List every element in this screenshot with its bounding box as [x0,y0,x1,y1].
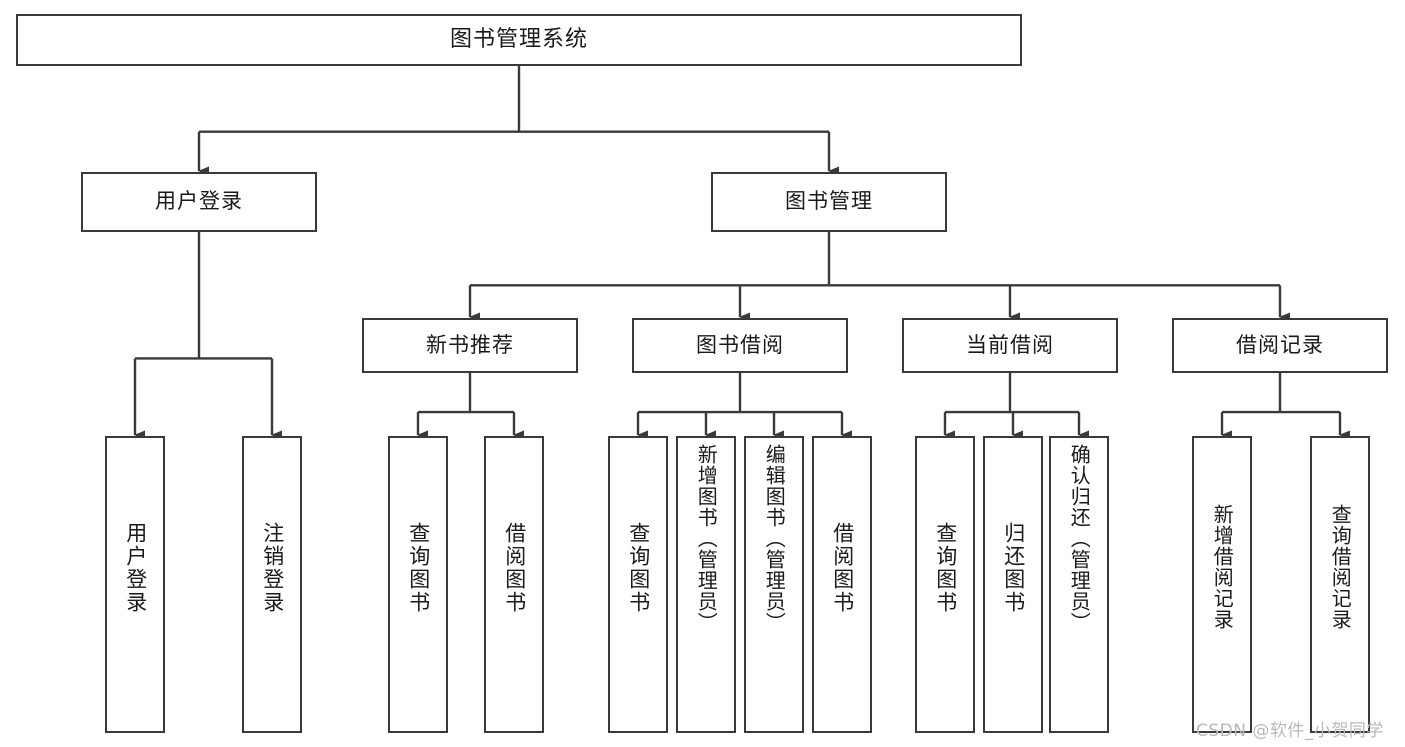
node-leaf-confirm-ret[interactable]: 确认归还（管理员） [1049,436,1109,733]
node-leaf-user-login[interactable]: 用户登录 [105,436,165,733]
node-leaf-edit-book[interactable]: 编辑图书（管理员） [744,436,804,733]
node-label: 用户登录 [123,522,148,614]
node-label: 当前借阅 [966,332,1054,357]
node-leaf-add-record[interactable]: 新增借阅记录 [1192,436,1252,733]
node-borrow-record[interactable]: 借阅记录 [1172,318,1388,373]
node-book-manage[interactable]: 图书管理 [711,172,947,232]
node-label: 借阅图书 [830,522,855,614]
node-label: 新书推荐 [426,332,514,357]
node-leaf-query-book-1[interactable]: 查询图书 [388,436,448,733]
node-label: 图书借阅 [696,332,784,357]
node-label: 新增图书（管理员） [694,444,719,633]
node-leaf-borrow-book-1[interactable]: 借阅图书 [484,436,544,733]
node-leaf-query-book-2[interactable]: 查询图书 [608,436,668,733]
node-leaf-logout[interactable]: 注销登录 [242,436,302,733]
node-label: 查询图书 [406,522,431,614]
node-label: 用户登录 [155,189,243,214]
node-label: 图书管理系统 [449,26,588,52]
node-root[interactable]: 图书管理系统 [16,14,1022,66]
node-leaf-borrow-book-2[interactable]: 借阅图书 [812,436,872,733]
node-current-borrow[interactable]: 当前借阅 [902,318,1118,373]
node-label: 查询图书 [933,522,958,614]
node-label: 图书管理 [785,189,873,214]
node-label: 新增借阅记录 [1210,504,1235,630]
node-leaf-query-book-3[interactable]: 查询图书 [915,436,975,733]
node-leaf-return-book[interactable]: 归还图书 [983,436,1043,733]
node-label: 借阅图书 [502,522,527,614]
node-label: 注销登录 [260,522,285,614]
node-label: 查询借阅记录 [1328,504,1353,630]
node-book-borrow[interactable]: 图书借阅 [632,318,848,373]
node-label: 编辑图书（管理员） [762,444,787,633]
node-label: 归还图书 [1001,522,1026,614]
node-label: 确认归还（管理员） [1067,444,1092,633]
node-user-login[interactable]: 用户登录 [81,172,317,232]
node-new-book-rec[interactable]: 新书推荐 [362,318,578,373]
node-label: 借阅记录 [1236,332,1324,357]
csdn-watermark: CSDN @软件_小贺同学 [1196,721,1384,741]
node-label: 查询图书 [626,522,651,614]
node-leaf-add-book[interactable]: 新增图书（管理员） [676,436,736,733]
node-leaf-query-record[interactable]: 查询借阅记录 [1310,436,1370,733]
